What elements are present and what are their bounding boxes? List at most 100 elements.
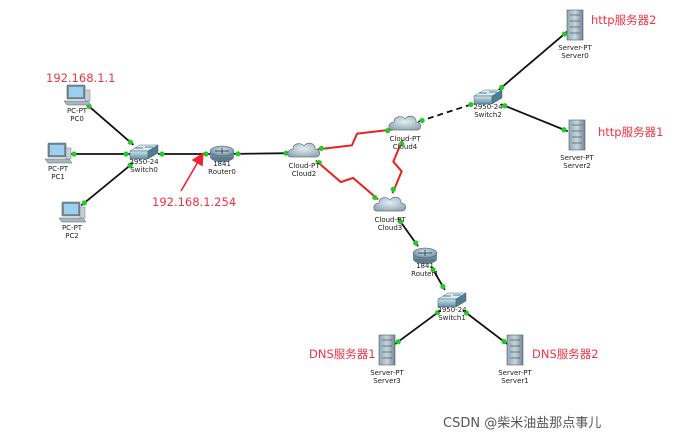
device-type-label: Server-PT bbox=[560, 154, 594, 162]
device-type-label: Server-PT bbox=[370, 369, 404, 377]
server0-role-annotation: http服务器2 bbox=[591, 13, 656, 27]
device-name-label: PC1 bbox=[51, 173, 65, 181]
server-icon bbox=[566, 9, 584, 41]
link-switch1-server1[interactable] bbox=[462, 309, 508, 345]
device-name-label: PC0 bbox=[70, 115, 84, 123]
port-dot-router1 bbox=[413, 240, 419, 246]
device-type-label: Cloud-PT bbox=[288, 162, 320, 170]
device-type-label: Server-PT bbox=[558, 44, 592, 52]
port-dot-server2 bbox=[561, 127, 567, 133]
device-type-label: 2950-24 bbox=[473, 103, 503, 111]
cloud-icon bbox=[373, 196, 406, 212]
port-dot-switch1 bbox=[440, 283, 446, 290]
device-type-label: Cloud-PT bbox=[389, 135, 421, 143]
device-name-label: Server0 bbox=[561, 52, 588, 60]
port-dot-router0 bbox=[235, 151, 241, 157]
device-name-label: Server3 bbox=[373, 377, 400, 385]
port-dot-switch2 bbox=[499, 84, 505, 90]
port-dot-cloud3 bbox=[372, 194, 378, 201]
link-cloud2-cloud4[interactable] bbox=[317, 128, 392, 151]
port-dot-switch2 bbox=[502, 103, 508, 109]
link-switch1-server3[interactable] bbox=[394, 309, 442, 345]
device-type-label: Cloud-PT bbox=[374, 216, 406, 224]
port-dot-pc1 bbox=[71, 151, 77, 157]
csdn-watermark: CSDN @柴米油盐那点事儿 bbox=[443, 416, 601, 431]
device-type-label: 1841 bbox=[213, 160, 231, 168]
devices-layer: PC-PTPC0PC-PTPC1PC-PTPC22950-24Switch018… bbox=[44, 9, 594, 385]
link-switch2-server2[interactable] bbox=[500, 103, 569, 133]
device-name-label: Switch1 bbox=[438, 314, 466, 322]
port-dot-router0 bbox=[203, 151, 209, 157]
device-name-label: Cloud2 bbox=[292, 170, 316, 178]
device-name-label: Switch0 bbox=[130, 166, 158, 174]
port-dot-cloud4 bbox=[399, 141, 405, 147]
port-dot-server3 bbox=[395, 339, 401, 345]
pc0-ip-annotation: 192.168.1.1 bbox=[46, 71, 116, 85]
device-name-label: Router0 bbox=[208, 168, 236, 176]
link-cloud4-switch2[interactable] bbox=[418, 102, 475, 123]
port-indicators bbox=[71, 31, 567, 345]
switch-icon bbox=[129, 144, 159, 160]
port-dot-switch1 bbox=[434, 310, 441, 316]
port-dot-cloud2 bbox=[316, 159, 322, 166]
pc-icon bbox=[44, 142, 73, 164]
server-icon bbox=[378, 334, 396, 366]
port-dot-switch0 bbox=[127, 139, 133, 145]
port-dot-cloud2 bbox=[318, 145, 324, 151]
link-switch2-server0[interactable] bbox=[498, 30, 568, 91]
device-type-label: 2950-24 bbox=[437, 306, 467, 314]
device-name-label: Cloud4 bbox=[393, 143, 418, 151]
server3-role-annotation: DNS服务器1 bbox=[309, 347, 376, 361]
link-pc0-switch0[interactable] bbox=[85, 103, 135, 146]
device-name-label: Server2 bbox=[563, 162, 590, 170]
link-cloud4-cloud3[interactable] bbox=[391, 139, 404, 194]
port-dot-switch2 bbox=[468, 101, 474, 108]
device-type-label: PC-PT bbox=[48, 165, 69, 173]
port-dot-switch1 bbox=[463, 310, 469, 316]
cloud-icon bbox=[287, 142, 320, 158]
port-dot-cloud3 bbox=[390, 186, 396, 192]
device-name-label: Server1 bbox=[501, 377, 528, 385]
link-router0-cloud2[interactable] bbox=[233, 152, 291, 155]
link-cloud2-cloud3[interactable] bbox=[315, 159, 379, 201]
server-icon bbox=[506, 334, 524, 366]
pc-icon bbox=[63, 84, 92, 106]
device-type-label: 1841 bbox=[416, 262, 434, 270]
port-dot-router1 bbox=[430, 267, 436, 273]
port-dot-cloud4 bbox=[385, 128, 391, 134]
port-dot-cloud4 bbox=[419, 117, 425, 124]
device-name-label: Router1 bbox=[411, 270, 439, 278]
port-dot-switch0 bbox=[123, 151, 129, 157]
server-icon bbox=[568, 119, 586, 151]
device-type-label: 2950-24 bbox=[129, 158, 159, 166]
switch-icon bbox=[473, 89, 503, 105]
device-type-label: Server-PT bbox=[498, 369, 532, 377]
device-name-label: Cloud3 bbox=[378, 224, 402, 232]
switch-icon bbox=[437, 292, 467, 308]
device-type-label: PC-PT bbox=[67, 107, 88, 115]
port-dot-switch0 bbox=[127, 162, 133, 169]
port-dot-server1 bbox=[501, 338, 507, 345]
device-type-label: PC-PT bbox=[62, 224, 83, 232]
device-name-label: Switch2 bbox=[474, 111, 502, 119]
router-icon bbox=[209, 145, 235, 162]
links-layer bbox=[70, 30, 569, 345]
pc-icon bbox=[58, 201, 87, 223]
link-pc2-switch0[interactable] bbox=[80, 162, 134, 207]
